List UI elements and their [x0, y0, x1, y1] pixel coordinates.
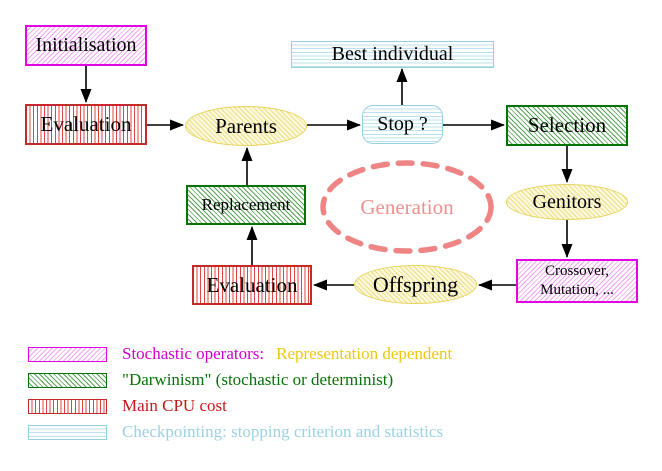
node-best-individual: Best individual — [291, 41, 494, 68]
legend-label-main-cpu-cost: Main CPU cost — [122, 396, 227, 415]
legend-label-representation-dependent: Representation dependent — [276, 344, 453, 363]
node-initialisation: Initialisation — [25, 25, 147, 66]
legend-swatch-green — [28, 372, 107, 388]
node-crossover-mutation: Crossover, Mutation, ... — [516, 259, 638, 303]
node-evaluation-top: Evaluation — [25, 104, 147, 145]
node-selection: Selection — [506, 105, 628, 146]
legend-swatch-cyan — [28, 424, 107, 440]
generation-label: Generation — [360, 194, 454, 219]
legend-swatch-red — [28, 398, 107, 414]
legend-row-cpu-cost: Main CPU cost — [28, 396, 227, 416]
crossover-line2: Mutation, ... — [540, 282, 614, 298]
node-stop: Stop ? — [362, 105, 443, 144]
legend-swatch-magenta — [28, 346, 107, 362]
node-parents: Parents — [185, 106, 307, 146]
node-offspring: Offspring — [354, 265, 477, 304]
legend-row-stochastic: Stochastic operators: Representation dep… — [28, 344, 452, 364]
legend-label-checkpointing: Checkpointing: stopping criterion and st… — [122, 422, 444, 441]
node-evaluation-bottom: Evaluation — [192, 265, 312, 305]
legend-label-darwinism: "Darwinism" (stochastic or determinist) — [122, 370, 394, 389]
legend-row-darwinism: "Darwinism" (stochastic or determinist) — [28, 370, 393, 390]
crossover-line1: Crossover, — [545, 263, 609, 280]
legend-row-checkpointing: Checkpointing: stopping criterion and st… — [28, 422, 443, 442]
legend-label-stochastic-operators: Stochastic operators: — [122, 344, 265, 363]
node-genitors: Genitors — [506, 184, 628, 220]
node-replacement: Replacement — [186, 185, 306, 225]
